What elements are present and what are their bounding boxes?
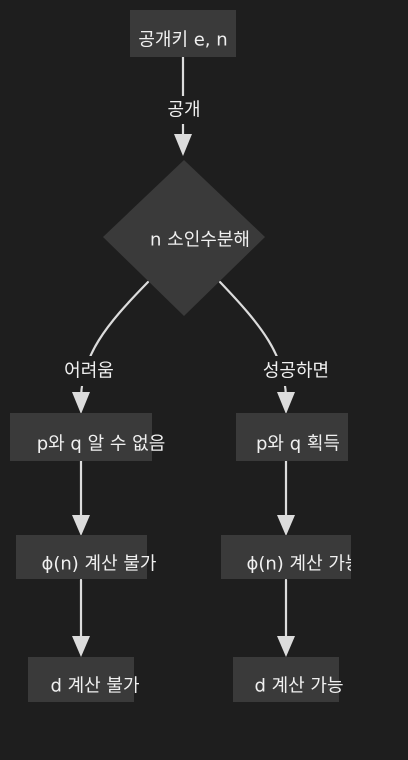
- nodes: 공개키 e, n n 소인수분해 p와 q 알 수 없음 p와 q 획득 ϕ(n…: [10, 10, 361, 702]
- node-d-possible: d 계산 가능: [233, 657, 344, 702]
- node-factorize: n 소인수분해: [103, 160, 265, 316]
- node-d-impossible: d 계산 불가: [28, 657, 140, 702]
- edge-label-success: 성공하면: [263, 361, 329, 382]
- node-obtain-pq: p와 q 획득: [236, 413, 348, 461]
- arrowhead-phi-impossible: [72, 515, 90, 536]
- node-public-key-label: 공개키 e, n: [138, 30, 227, 51]
- node-phi-impossible: ϕ(n) 계산 불가: [16, 535, 157, 579]
- arrowhead-d-possible: [277, 636, 295, 657]
- node-phi-possible: ϕ(n) 계산 가능: [221, 535, 361, 579]
- node-phi-impossible-label: ϕ(n) 계산 불가: [41, 554, 156, 575]
- node-public-key: 공개키 e, n: [130, 10, 236, 57]
- node-d-possible-label: d 계산 가능: [254, 676, 343, 697]
- node-unknown-pq: p와 q 알 수 없음: [10, 413, 165, 461]
- arrowhead-unknown: [72, 392, 90, 414]
- node-d-impossible-label: d 계산 불가: [50, 676, 139, 697]
- arrowhead-factorize: [174, 134, 192, 156]
- arrowhead-obtain: [277, 392, 295, 414]
- node-factorize-label: n 소인수분해: [150, 230, 250, 251]
- arrowhead-d-impossible: [72, 636, 90, 657]
- edge-labels: 공개 어려움 성공하면: [52, 96, 340, 386]
- node-unknown-pq-label: p와 q 알 수 없음: [37, 434, 166, 455]
- edges: [72, 55, 295, 657]
- arrowhead-phi-possible: [277, 515, 295, 536]
- node-obtain-pq-label: p와 q 획득: [256, 434, 340, 455]
- node-phi-possible-label: ϕ(n) 계산 가능: [246, 554, 361, 575]
- edge-label-hard: 어려움: [64, 361, 114, 382]
- edge-label-public: 공개: [167, 100, 200, 121]
